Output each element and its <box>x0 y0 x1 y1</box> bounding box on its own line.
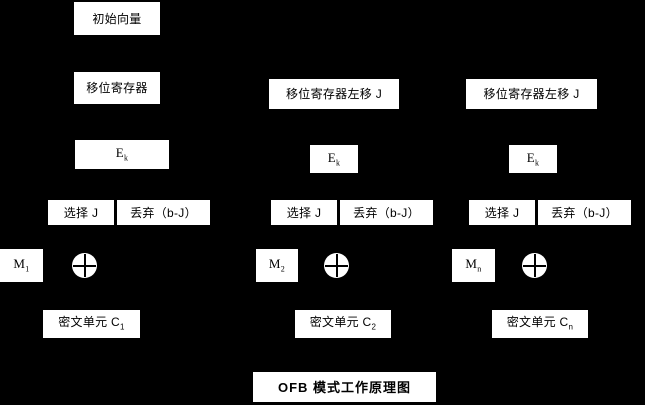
ciphertext-box-col2: 密文单元 C2 <box>295 310 391 338</box>
select-label-col3: 选择 J <box>484 205 520 220</box>
plaintext-subscript-col3: n <box>477 264 482 274</box>
shift-register-box-col3: 移位寄存器左移 J <box>466 79 597 109</box>
select-box-col2: 选择 J <box>271 200 337 225</box>
encrypt-box-col2: Ek <box>310 145 358 173</box>
encrypt-label-col3: Ek <box>526 149 540 168</box>
shift-register-label-col2: 移位寄存器左移 J <box>285 87 383 101</box>
ciphertext-label-col3: 密文单元 Cn <box>506 315 574 332</box>
ciphertext-box-col3: 密文单元 Cn <box>492 310 588 338</box>
ciphertext-box-col1: 密文单元 C1 <box>43 310 140 338</box>
plaintext-box-col1: M1 <box>0 249 43 282</box>
select-label-col2: 选择 J <box>286 205 322 220</box>
xor-icon-col1 <box>72 253 97 278</box>
select-box-col1: 选择 J <box>48 200 114 225</box>
shift-register-box-col1: 移位寄存器 <box>74 72 160 104</box>
ciphertext-subscript-col2: 2 <box>371 322 377 332</box>
discard-box-col2: 丢弃（b-J） <box>340 200 433 225</box>
plaintext-subscript-col1: 1 <box>25 264 30 274</box>
select-label-col1: 选择 J <box>63 205 99 220</box>
xor-icon-col2 <box>324 253 349 278</box>
plaintext-label-col3: Mn <box>465 256 482 274</box>
xor-icon-col3 <box>522 253 547 278</box>
shift-register-box-col2: 移位寄存器左移 J <box>269 79 399 109</box>
select-box-col3: 选择 J <box>469 200 535 225</box>
ciphertext-subscript-col1: 1 <box>120 322 125 332</box>
encrypt-box-col1: Ek <box>75 140 169 169</box>
initial-vector-box: 初始向量 <box>74 2 160 35</box>
initial-vector-label: 初始向量 <box>92 11 142 26</box>
plaintext-box-col2: M2 <box>256 249 298 282</box>
plaintext-box-col3: Mn <box>452 249 495 282</box>
plaintext-label-col1: M1 <box>13 256 30 274</box>
encrypt-subscript-col1: k <box>123 153 129 163</box>
discard-label-col3: 丢弃（b-J） <box>551 205 618 220</box>
shift-register-label-col1: 移位寄存器 <box>86 81 148 95</box>
shift-register-label-col3: 移位寄存器左移 J <box>483 87 580 101</box>
discard-label-col2: 丢弃（b-J） <box>353 205 420 220</box>
ciphertext-label-col1: 密文单元 C1 <box>58 315 125 332</box>
discard-box-col1: 丢弃（b-J） <box>117 200 210 225</box>
plaintext-subscript-col2: 2 <box>280 264 286 274</box>
discard-box-col3: 丢弃（b-J） <box>538 200 631 225</box>
encrypt-label-col1: Ek <box>115 145 129 163</box>
discard-label-col1: 丢弃（b-J） <box>130 205 197 220</box>
encrypt-subscript-col2: k <box>335 158 341 168</box>
encrypt-label-col2: Ek <box>327 149 341 168</box>
diagram-title-box: OFB 模式工作原理图 <box>253 372 436 402</box>
plaintext-label-col2: M2 <box>268 256 286 274</box>
diagram-title: OFB 模式工作原理图 <box>277 379 412 395</box>
encrypt-subscript-col3: k <box>534 158 540 168</box>
ciphertext-label-col2: 密文单元 C2 <box>309 315 377 332</box>
ciphertext-subscript-col3: n <box>568 322 574 332</box>
encrypt-box-col3: Ek <box>509 145 557 173</box>
